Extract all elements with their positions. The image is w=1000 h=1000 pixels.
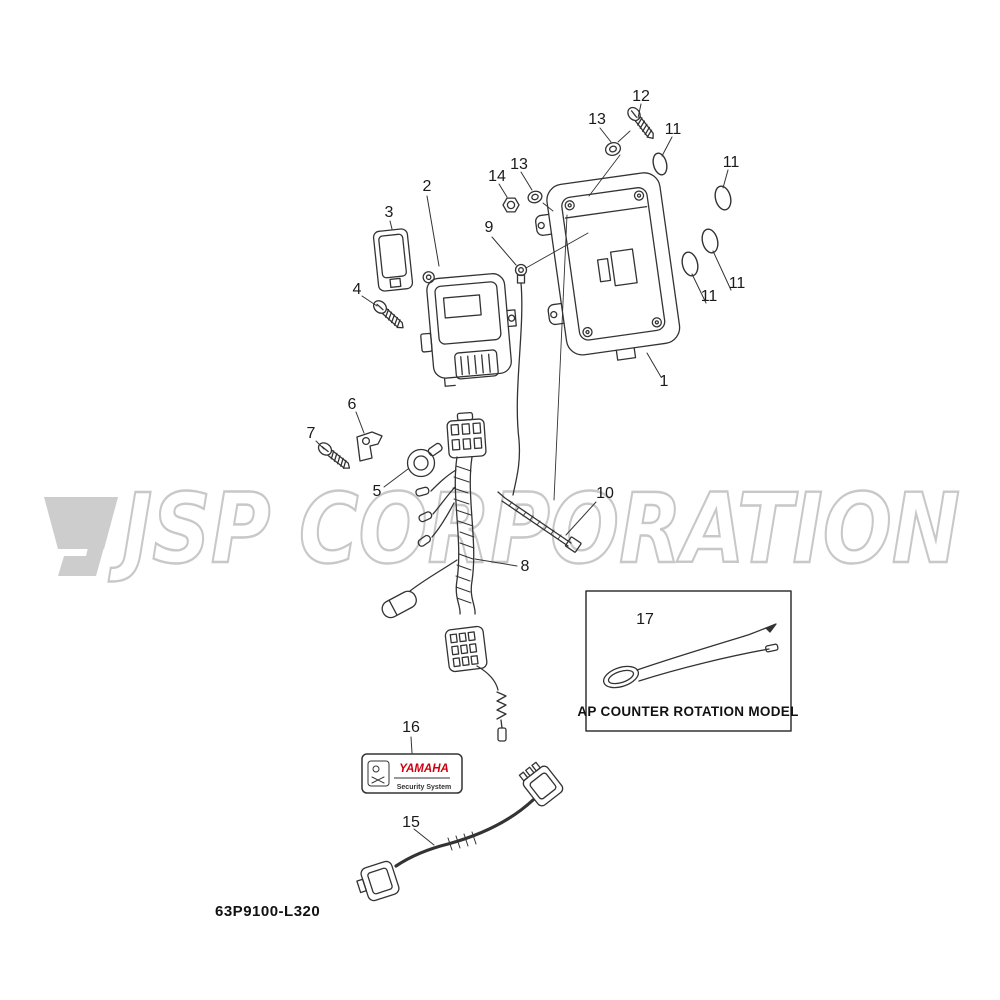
part-washer-13b <box>527 190 543 204</box>
yamaha-brand-text: YAMAHA <box>399 763 449 775</box>
callout-9: 9 <box>485 219 494 236</box>
part-pad-3 <box>372 228 414 292</box>
watermark: JSP CORPORATION <box>44 472 961 586</box>
callout-10: 10 <box>596 485 614 502</box>
part-cable-tie-10 <box>497 491 582 553</box>
part-security-label-16 <box>361 753 463 794</box>
part-oring-11d <box>681 251 699 277</box>
assembly-lines <box>525 130 631 501</box>
callout-12: 12 <box>632 88 650 105</box>
part-screw-7 <box>317 442 351 469</box>
callout-16: 16 <box>402 719 420 736</box>
callout-5: 5 <box>373 483 382 500</box>
inset-caption: AP COUNTER ROTATION MODEL <box>577 704 798 719</box>
part-wire-9 <box>512 263 528 496</box>
part-harness-8 <box>381 411 507 742</box>
watermark-text: JSP CORPORATION <box>108 473 960 585</box>
callout-1: 1 <box>660 373 669 390</box>
callout-labels: 12 13 11 11 13 14 2 3 9 4 11 11 1 6 7 5 … <box>215 88 798 920</box>
diagram-line-art <box>315 103 792 902</box>
part-screw-12 <box>627 106 654 140</box>
callout-8: 8 <box>521 558 530 575</box>
callout-11-c: 11 <box>729 275 746 292</box>
part-nut-14 <box>502 197 520 213</box>
callout-13-mid: 13 <box>510 156 528 173</box>
part-bracket-6 <box>356 431 383 462</box>
harness-coil <box>496 691 507 720</box>
part-oring-11a <box>652 152 668 176</box>
part-oring-11b <box>714 185 732 211</box>
part-screw-4 <box>372 300 404 329</box>
part-code: 63P9100-L320 <box>215 903 320 920</box>
security-pictogram-icon <box>367 760 390 787</box>
part-grommet-5 <box>406 442 443 478</box>
callout-13-top: 13 <box>588 111 606 128</box>
callout-7: 7 <box>307 425 316 442</box>
label-fineprint-line <box>394 777 450 779</box>
callout-11-b: 11 <box>723 154 740 171</box>
part-harness-15 <box>356 761 564 902</box>
part-oring-11c <box>701 228 719 254</box>
callout-3: 3 <box>385 204 394 221</box>
inset-box-counter-rotation <box>585 590 792 732</box>
callout-11-d: 11 <box>701 288 718 305</box>
callout-2: 2 <box>423 178 432 195</box>
part-control-unit-2 <box>420 271 517 387</box>
callout-11-a: 11 <box>665 121 682 138</box>
callout-4: 4 <box>353 281 362 298</box>
jsp-logo-icon-stem <box>58 497 118 576</box>
part-washer-13a <box>604 142 622 156</box>
callout-15: 15 <box>402 814 420 831</box>
callout-6: 6 <box>348 396 357 413</box>
part-lanyard-17 <box>602 623 779 689</box>
security-system-text: Security System <box>397 784 451 791</box>
callout-14: 14 <box>488 168 506 185</box>
harness-wrap-hatching <box>452 465 475 604</box>
part-housing-1 <box>535 172 681 361</box>
callout-17: 17 <box>636 611 654 628</box>
